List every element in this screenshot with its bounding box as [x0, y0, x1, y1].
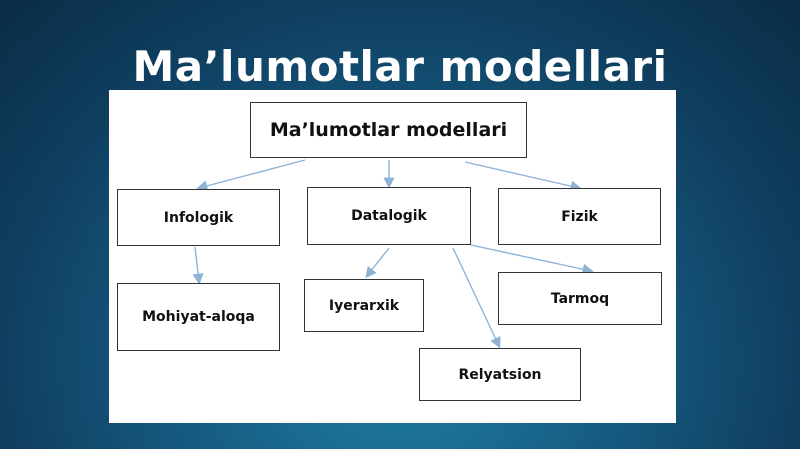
node-mohiyat-aloqa: Mohiyat-aloqa [117, 283, 280, 351]
node-datalogik: Datalogik [307, 187, 471, 245]
node-tarmoq: Tarmoq [498, 272, 662, 325]
node-fizik: Fizik [498, 188, 661, 245]
node-infologik: Infologik [117, 189, 280, 246]
diagram-panel: Ma’lumotlar modellari Infologik Datalogi… [109, 90, 676, 423]
node-iyerarxik: Iyerarxik [304, 279, 424, 332]
arrow-datalogik-to-tarmoq [470, 244, 594, 275]
node-relyatsion: Relyatsion [419, 348, 581, 401]
connector-lines [192, 159, 594, 349]
arrow-datalogik-to-relyatsion [452, 247, 501, 349]
arrow-infologik-to-mohiyat [192, 246, 204, 285]
node-root: Ma’lumotlar modellari [250, 102, 527, 158]
arrow-datalogik-to-iyerarxik [365, 247, 390, 279]
slide-title: Ma’lumotlar modellari [132, 42, 668, 91]
arrow-root-to-fizik [464, 161, 582, 192]
arrow-root-to-infologik [196, 159, 306, 192]
